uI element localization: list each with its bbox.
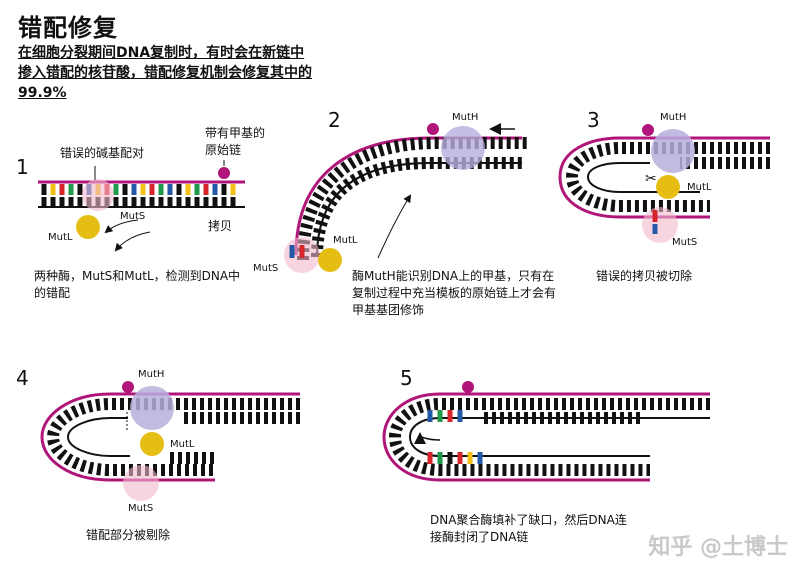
- methyl-group-5: [462, 381, 474, 393]
- page-subtitle: 在细胞分裂期间DNA复制时，有时会在新链中掺入错配的核苷酸，错配修复机制会修复其…: [18, 45, 312, 101]
- muts-label-3: MutS: [672, 237, 698, 248]
- muts-label-1: MutS: [120, 211, 146, 222]
- svg-text:✂: ✂: [645, 171, 657, 187]
- muts-protein: [82, 179, 114, 211]
- step2-number: 2: [328, 108, 341, 132]
- muth-label-2: MutH: [452, 112, 479, 123]
- page-title: 错配修复: [18, 14, 118, 42]
- muts-label-4: MutS: [128, 503, 154, 514]
- step4-number: 4: [16, 366, 29, 390]
- mutl-label-3: MutL: [687, 182, 712, 193]
- copy-strand-label: 拷贝: [208, 219, 233, 233]
- step5-dna: [382, 381, 710, 482]
- step4-dna: [40, 381, 300, 501]
- methyl-group: [218, 167, 230, 179]
- step5-caption: DNA聚合酶填补了缺口，然后DNA连接酶封闭了DNA链: [430, 513, 627, 544]
- step1-caption: 两种酶，MutS和MutL，检测到DNA中的错配: [34, 269, 241, 300]
- mismatch-label: 错误的碱基配对: [60, 146, 145, 160]
- mutl-label-1: MutL: [48, 232, 73, 243]
- step2-dna: [284, 123, 529, 273]
- methyl-strand-label: 带有甲基的原始链: [205, 126, 266, 157]
- step4-caption: 错配部分被剔除: [86, 528, 171, 542]
- muts-protein-4: [123, 465, 159, 501]
- step3-caption: 错误的拷贝被切除: [596, 269, 693, 283]
- step3-number: 3: [587, 108, 600, 132]
- mutl-label-4: MutL: [170, 439, 195, 450]
- mutl-protein: [76, 215, 100, 239]
- mutl-protein-4: [140, 432, 164, 456]
- step1-dna: [38, 160, 245, 252]
- muth-protein-3: [651, 129, 695, 173]
- muth-protein-4: [130, 386, 174, 430]
- muth-label-3: MutH: [660, 112, 687, 123]
- mutl-protein-2: [318, 248, 342, 272]
- mutl-label-2: MutL: [333, 235, 358, 246]
- muts-label-2: MutS: [253, 263, 279, 274]
- watermark: 知乎 @土博士: [648, 535, 788, 560]
- mutl-protein-3: [656, 175, 680, 199]
- muth-label-4: MutH: [138, 369, 165, 380]
- muts-protein-3: [642, 207, 678, 243]
- muth-protein-2: [441, 126, 485, 170]
- step3-dna: ✂: [558, 124, 770, 243]
- step1-number: 1: [16, 155, 29, 179]
- step2-caption: 酶MutH能识别DNA上的甲基，只有在复制过程中充当模板的原始链上才会有甲基基团…: [352, 269, 557, 317]
- step5-number: 5: [400, 366, 413, 390]
